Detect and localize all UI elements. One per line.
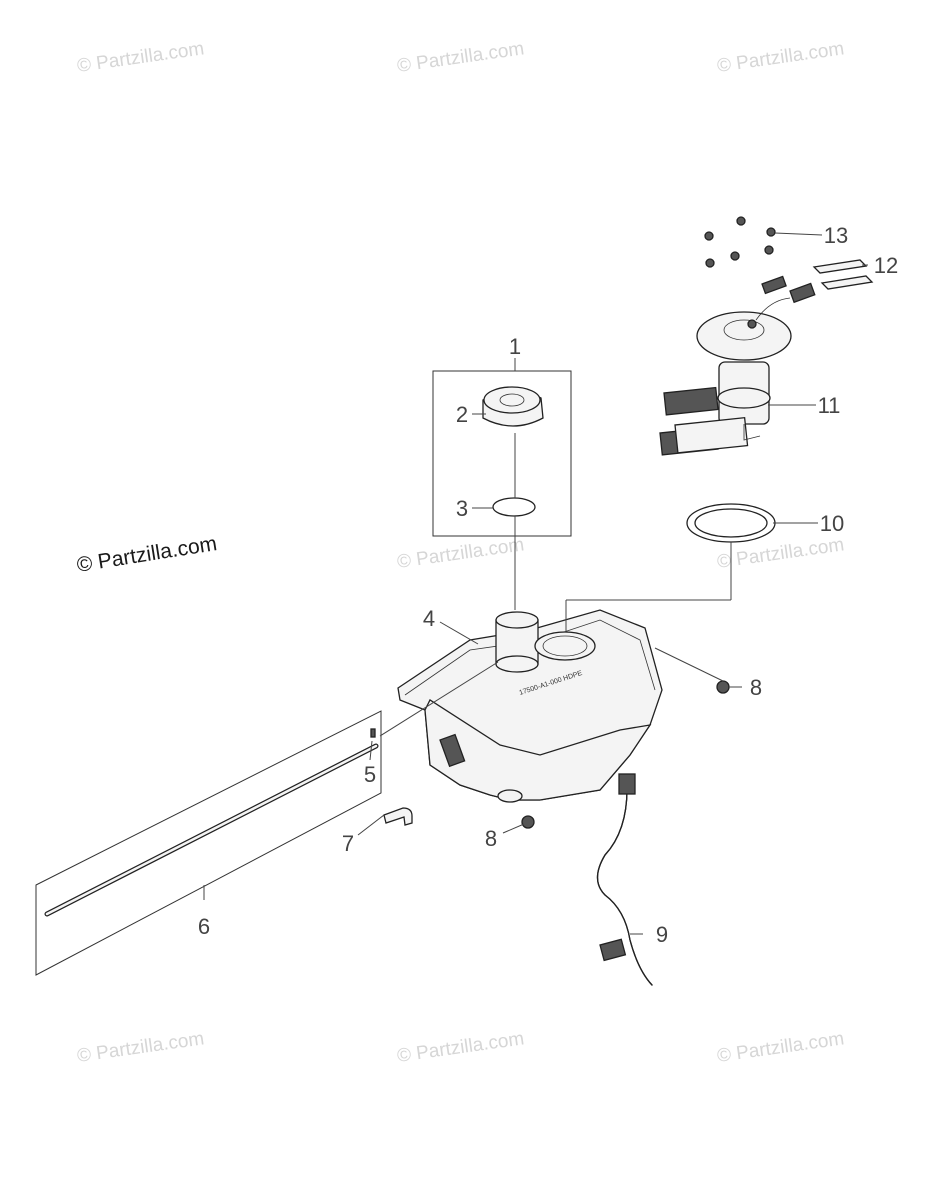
part-13-bolts [704, 216, 776, 268]
watermark: © Partzilla.com [76, 1028, 206, 1067]
watermark: © Partzilla.com [716, 534, 846, 573]
callout-6: 6 [198, 914, 210, 939]
callout-1: 1 [509, 334, 521, 359]
callout-3: 3 [456, 496, 468, 521]
watermark: © Partzilla.com [396, 534, 526, 573]
callout-2: 2 [456, 402, 468, 427]
part-6-vent-tube [44, 743, 379, 917]
callout-11: 11 [818, 393, 841, 418]
part-10-lock-ring [686, 503, 776, 543]
watermark: © Partzilla.com [716, 1028, 846, 1067]
part-12-pads [812, 259, 874, 290]
part-8-nut [716, 680, 730, 694]
callout-9: 9 [656, 922, 668, 947]
leader-lines [203, 232, 868, 935]
part-9-fuel-hose [596, 773, 653, 986]
watermarks: © Partzilla.com © Partzilla.com © Partzi… [75, 38, 845, 1067]
watermark: © Partzilla.com [716, 38, 846, 77]
callout-numbers: 1 2 3 4 5 6 7 8 8 9 10 11 12 13 [198, 223, 898, 947]
part-11-fuel-pump [659, 275, 816, 456]
watermark: © Partzilla.com [76, 38, 206, 77]
part-3-seal [492, 497, 536, 517]
callout-5: 5 [364, 762, 376, 787]
callout-8: 8 [750, 675, 762, 700]
callout-10: 10 [820, 511, 844, 536]
watermark: © Partzilla.com [396, 38, 526, 77]
part-5-clip [370, 728, 376, 738]
callout-7: 7 [342, 831, 354, 856]
callout-12: 12 [874, 253, 898, 278]
vent-tube-box [35, 710, 382, 976]
watermark: © Partzilla.com [396, 1028, 526, 1067]
part-8-nut [521, 815, 535, 829]
watermark-main: © Partzilla.com [75, 532, 218, 577]
callout-8: 8 [485, 826, 497, 851]
part-7-clamp [383, 807, 413, 826]
callout-13: 13 [824, 223, 848, 248]
callout-4: 4 [423, 606, 435, 631]
part-4-fuel-tank: 17500-A1-000 HDPE [397, 609, 663, 803]
part-2-fuel-cap [482, 386, 544, 427]
cap-assembly-box [432, 370, 572, 537]
